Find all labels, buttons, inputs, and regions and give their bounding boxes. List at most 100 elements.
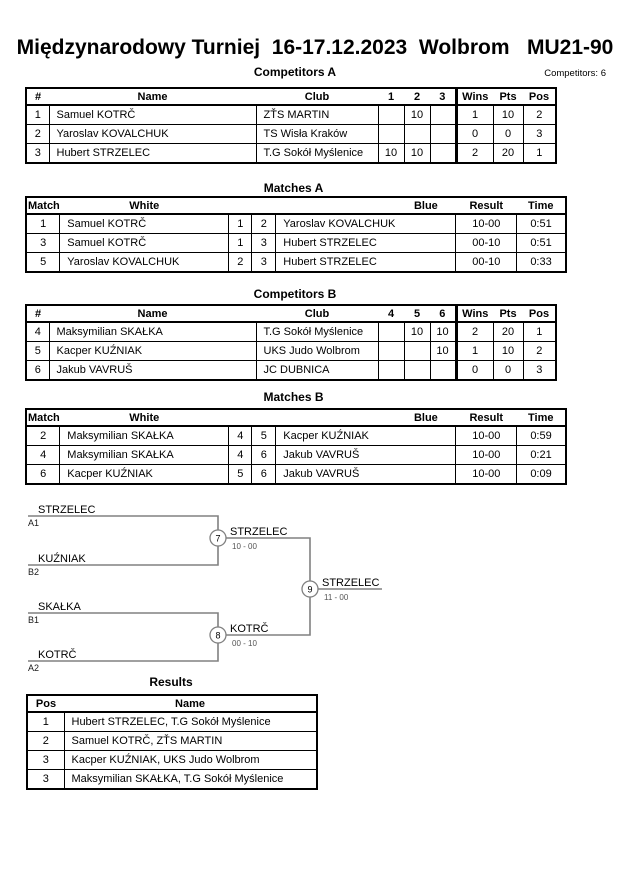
cell-grid	[429, 360, 457, 381]
cell-match-number: 1	[25, 213, 61, 234]
cell-time: 0:51	[516, 233, 567, 253]
cell-white-name: Maksymilian SKAŁKA	[59, 445, 230, 465]
results-table: Pos Name 1 Hubert STRZELEC, T.G Sokół My…	[26, 694, 318, 790]
match-number: 8	[215, 631, 220, 641]
cell-white-id: 1	[228, 233, 253, 253]
cell-number: 2	[25, 124, 50, 144]
table-row: 1 Hubert STRZELEC, T.G Sokół Myślenice	[26, 711, 318, 732]
cell-blue-name: Jakub VAVRUŠ	[275, 445, 457, 465]
cell-white-id: 5	[228, 464, 253, 485]
cell-pts: 10	[492, 104, 524, 125]
cell-grid	[377, 104, 405, 125]
cell-pos: 1	[522, 321, 557, 342]
cell-number: 5	[25, 341, 50, 361]
matches-a-table: Match White Blue Result Time 1 Samuel KO…	[25, 196, 567, 273]
cell-pos: 1	[522, 143, 557, 164]
cell-time: 0:59	[516, 425, 567, 446]
bracket-match-circles: 7 8 9	[209, 529, 319, 644]
section-title-matches-b: Matches B	[263, 390, 324, 404]
section-title-results: Results	[149, 675, 193, 689]
table-row: 6 Jakub VAVRUŠ JC DUBNICA 0 0 3	[25, 360, 557, 381]
cell-white-name: Maksymilian SKAŁKA	[59, 425, 230, 446]
cell-result: 00-10	[455, 233, 518, 253]
cell-white-name: Samuel KOTRČ	[59, 213, 230, 234]
cell-white-id: 2	[228, 252, 253, 273]
cell-blue-name: Jakub VAVRUŠ	[275, 464, 457, 485]
cell-time: 0:21	[516, 445, 567, 465]
cell-result: 10-00	[455, 445, 518, 465]
table-row: 3 Maksymilian SKAŁKA, T.G Sokół Myślenic…	[26, 769, 318, 790]
cell-white-name: Samuel KOTRČ	[59, 233, 230, 253]
cell-grid: 10	[429, 321, 457, 342]
cell-grid	[377, 341, 405, 361]
col-header-white: White	[59, 409, 229, 427]
col-header-match: Match	[26, 409, 60, 427]
tournament-title: Międzynarodowy Turniej 16-17.12.2023 Wol…	[16, 36, 614, 59]
bracket-winner-name: STRZELEC	[230, 526, 288, 538]
table-row: 1 Samuel KOTRČ ZŤS MARTIN 10 1 10 2	[25, 104, 557, 125]
bracket-match-score: 11 - 00	[324, 593, 349, 602]
cell-time: 0:33	[516, 252, 567, 273]
cell-pos: 3	[26, 750, 65, 770]
cell-white-name: Kacper KUŹNIAK	[59, 464, 230, 485]
cell-name: Samuel KOTRČ	[48, 104, 257, 125]
bracket-seed-label: A2	[28, 663, 39, 673]
col-header-club: Club	[256, 88, 378, 106]
cell-pos: 1	[26, 711, 65, 732]
col-header-pts: Pts	[493, 305, 523, 323]
table-row: 3 Hubert STRZELEC T.G Sokół Myślenice 10…	[25, 143, 557, 164]
cell-name: Kacper KUŹNIAK, UKS Judo Wolbrom	[63, 750, 318, 770]
cell-wins: 0	[454, 124, 494, 144]
col-header-empty	[228, 197, 252, 215]
table-header-row: Match White Blue Result Time	[26, 197, 566, 215]
match-circle	[209, 529, 227, 547]
cell-grid	[403, 341, 431, 361]
bracket-winner-name: KOTRČ	[230, 622, 269, 635]
cell-pos: 3	[522, 360, 557, 381]
match-circle	[209, 626, 227, 644]
cell-blue-id: 6	[251, 445, 277, 465]
col-header-grid1: 1	[378, 88, 404, 106]
cell-grid: 10	[403, 143, 431, 164]
cell-grid	[403, 124, 431, 144]
cell-wins: 1	[454, 341, 494, 361]
cell-blue-id: 6	[251, 464, 277, 485]
col-header-grid5: 5	[404, 305, 430, 323]
cell-result: 00-10	[455, 252, 518, 273]
col-header-pos: Pos	[523, 305, 556, 323]
col-header-wins: Wins	[454, 305, 493, 323]
section-title-competitors-b: Competitors B	[253, 287, 337, 301]
cell-grid	[377, 321, 405, 342]
cell-number: 1	[25, 104, 50, 125]
cell-wins: 2	[454, 321, 494, 342]
col-header-grid3: 3	[430, 88, 456, 106]
table-row: 4 Maksymilian SKAŁKA T.G Sokół Myślenice…	[25, 321, 557, 342]
bracket-seed-label: B1	[28, 615, 39, 625]
col-header-wins: Wins	[454, 88, 493, 106]
cell-club: JC DUBNICA	[255, 360, 379, 381]
col-header-empty	[228, 409, 252, 427]
cell-club: T.G Sokół Myślenice	[255, 321, 379, 342]
cell-wins: 0	[454, 360, 494, 381]
cell-pts: 20	[492, 321, 524, 342]
cell-name: Jakub VAVRUŠ	[48, 360, 257, 381]
cell-pts: 0	[492, 124, 524, 144]
competitors-b-table: # Name Club 4 5 6 Wins Pts Pos 4 Maksymi…	[25, 304, 557, 381]
col-header-result: Result	[455, 409, 517, 427]
col-header-time: Time	[516, 197, 566, 215]
bracket-connector-right	[218, 537, 311, 636]
cell-pos: 2	[26, 731, 65, 751]
cell-grid	[377, 360, 405, 381]
cell-grid	[429, 104, 457, 125]
bracket-match-score: 10 - 00	[232, 542, 257, 551]
cell-club: T.G Sokół Myślenice	[255, 143, 379, 164]
table-row: 5 Kacper KUŹNIAK UKS Judo Wolbrom 10 1 1…	[25, 341, 557, 361]
col-header-blue: Blue	[275, 409, 456, 427]
table-header-row: Match White Blue Result Time	[26, 409, 566, 427]
bracket-slot-name: KUŹNIAK	[38, 552, 86, 565]
col-header-pts: Pts	[493, 88, 523, 106]
cell-time: 0:09	[516, 464, 567, 485]
cell-name: Kacper KUŹNIAK	[48, 341, 257, 361]
col-header-name: Name	[49, 88, 256, 106]
col-header-empty	[251, 409, 276, 427]
